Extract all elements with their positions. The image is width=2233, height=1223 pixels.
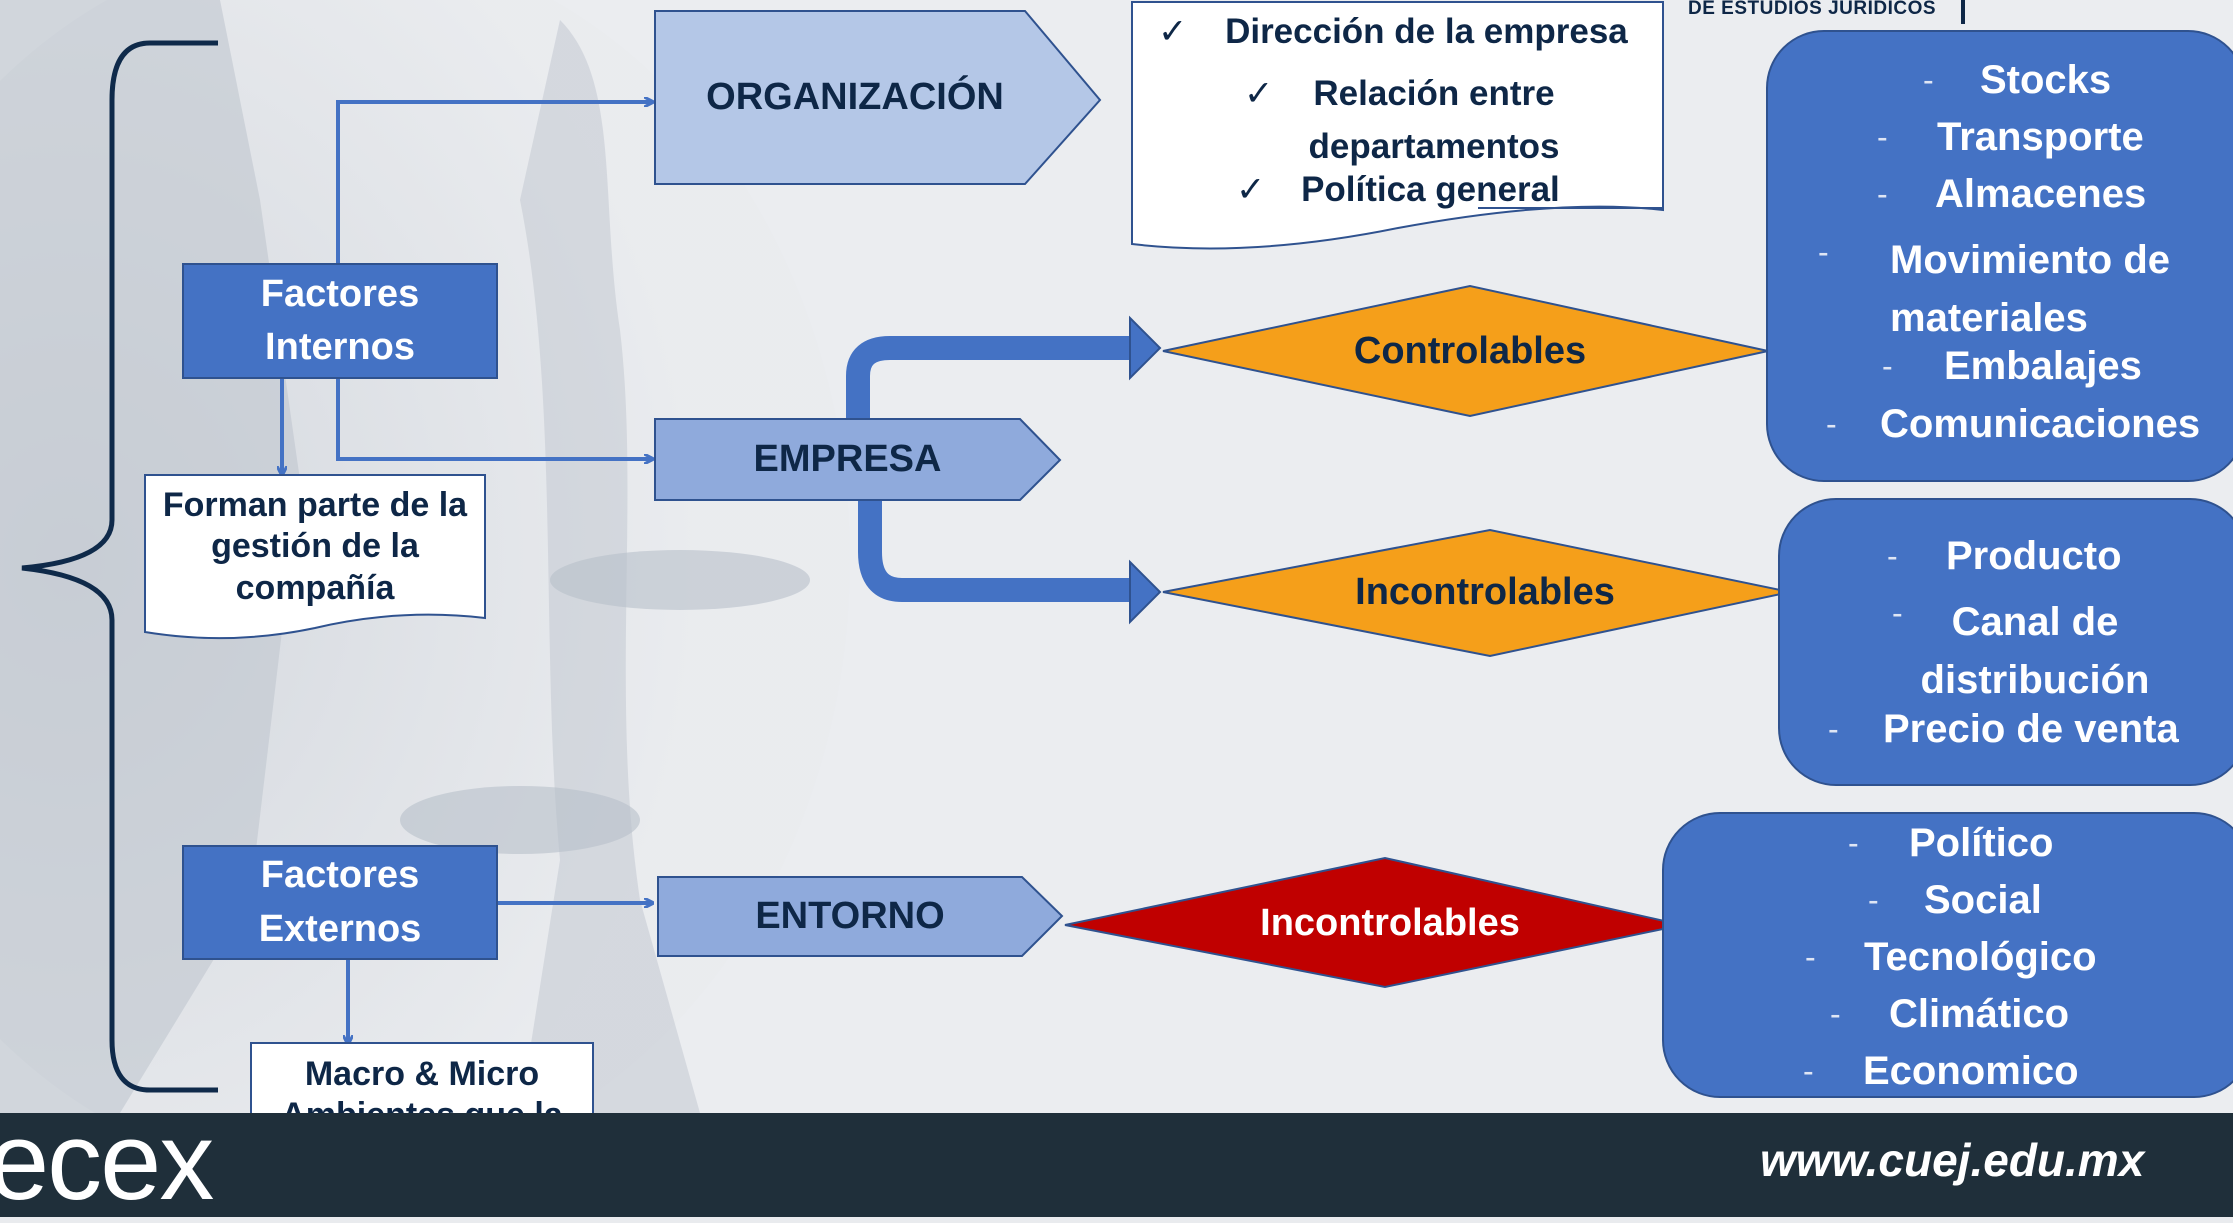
- organization-details-shape: [1131, 1, 1664, 250]
- internal-note-text: Forman parte de la gestión de la compañí…: [162, 485, 468, 607]
- list-dash: -: [1877, 119, 1888, 155]
- uncontrollable-environment-label: Incontrolables: [1260, 901, 1520, 944]
- org-detail-2: ✓ Relación entre departamentos: [1244, 68, 1564, 173]
- checkmark-icon: ✓: [1158, 12, 1188, 51]
- block-arrow-uncontrollable: [858, 500, 1132, 602]
- environment-item: Climático: [1889, 992, 2070, 1036]
- organization-label: ORGANIZACIÓN: [706, 76, 1004, 119]
- environment-shape: [657, 876, 1064, 957]
- footer-logo: ecex: [0, 1100, 214, 1223]
- uncontrollable-company-item: Canal de distribución: [1920, 600, 2150, 702]
- company-shape: [654, 418, 1062, 501]
- environment-label: ENTORNO: [755, 895, 945, 938]
- external-factors-box: Factores Externos: [182, 845, 498, 960]
- organization-shape: [654, 10, 1102, 185]
- controllable-item: Embalajes: [1944, 344, 2142, 388]
- controllable-label: Controlables: [1353, 329, 1587, 372]
- block-arrow-controllable: [846, 336, 1132, 428]
- list-dash: -: [1805, 939, 1816, 975]
- list-dash: -: [1848, 825, 1859, 861]
- environment-item: Economico: [1863, 1049, 2079, 1093]
- environment-items-panel: [1662, 812, 2233, 1098]
- footer-url[interactable]: www.cuej.edu.mx: [1760, 1134, 2145, 1186]
- list-dash: -: [1818, 234, 1829, 270]
- controllable-item: Comunicaciones: [1880, 402, 2201, 446]
- institution-name-fragment: DE ESTUDIOS JURÍDICOS: [1688, 0, 1937, 19]
- list-dash: -: [1803, 1053, 1814, 1089]
- controllable-items-panel: [1766, 30, 2233, 482]
- uncontrollable-company-label: Incontrolables: [1355, 570, 1615, 613]
- controllable-item: Transporte: [1937, 115, 2144, 159]
- org-detail-1: ✓ Dirección de la empresa: [1158, 12, 1628, 51]
- uncontrollable-company-items-panel: [1778, 498, 2233, 786]
- controllable-item: Almacenes: [1935, 172, 2147, 216]
- list-dash: -: [1826, 406, 1837, 442]
- grouping-bracket: [21, 40, 218, 1093]
- list-dash: -: [1882, 348, 1893, 384]
- org-detail-3: ✓ Política general: [1236, 170, 1560, 209]
- list-dash: -: [1892, 595, 1903, 631]
- environment-item: Político: [1909, 821, 2054, 865]
- list-dash: -: [1887, 538, 1898, 574]
- environment-item: Social: [1924, 878, 2042, 922]
- uncontrollable-company-item: Precio de venta: [1883, 707, 2179, 751]
- uncontrollable-company-item: Producto: [1946, 534, 2122, 578]
- connector-internal-company: [336, 378, 652, 459]
- list-dash: -: [1868, 882, 1879, 918]
- company-label: EMPRESA: [753, 438, 942, 481]
- list-dash: -: [1877, 176, 1888, 212]
- internal-note-shape: [144, 474, 486, 640]
- checkmark-icon: ✓: [1244, 74, 1274, 113]
- controllable-item: Stocks: [1980, 58, 2112, 102]
- list-dash: -: [1828, 711, 1839, 747]
- header-divider: [1961, 0, 1965, 24]
- footer-bar: ecex www.cuej.edu.mx: [0, 1107, 2233, 1217]
- internal-factors-box: Factores Internos: [182, 263, 498, 379]
- list-dash: -: [1923, 62, 1934, 98]
- controllable-item: Movimiento de materiales: [1890, 238, 2171, 340]
- checkmark-icon: ✓: [1236, 170, 1266, 209]
- list-dash: -: [1830, 996, 1841, 1032]
- environment-item: Tecnológico: [1864, 935, 2097, 979]
- connector-internal-organization: [336, 102, 652, 263]
